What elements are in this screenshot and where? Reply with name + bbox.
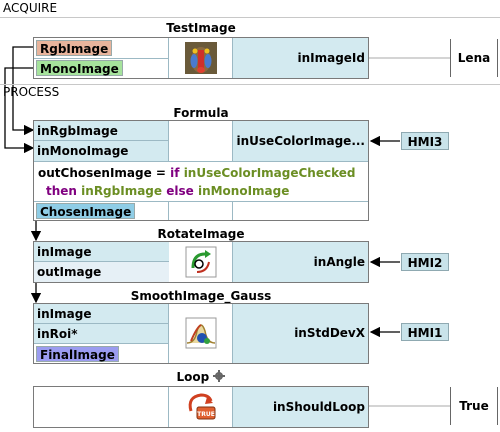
param-area[interactable]: inStdDevX <box>233 304 368 363</box>
param-area[interactable]: inUseColorImage... <box>233 121 368 161</box>
param-inimageid: inImageId <box>297 51 365 65</box>
expr-else-val: inMonoImage <box>197 184 290 198</box>
param-instddevx: inStdDevX <box>294 326 365 340</box>
loop-title-text: Loop <box>176 370 210 384</box>
icon-area <box>169 304 233 363</box>
input-inimage[interactable]: inImage <box>34 304 169 324</box>
icon-area <box>169 38 233 78</box>
input-inrgbimage[interactable]: inRgbImage <box>34 121 169 141</box>
inputs-area: inRgbImage inMonoImage <box>34 121 169 161</box>
const-lena[interactable]: Lena <box>450 39 498 77</box>
node-testimage[interactable]: RgbImage MonoImage inImageId <box>33 37 369 79</box>
icon-area: TRUE <box>169 387 233 427</box>
inputs-area: inImage inRoi* FinalImage <box>34 304 169 363</box>
param-inangle: inAngle <box>313 255 365 269</box>
expr-then-val: inRgbImage <box>81 184 163 198</box>
param-inshouldloop: inShouldLoop <box>272 400 365 414</box>
node-loop[interactable]: TRUE inShouldLoop <box>33 386 369 428</box>
outputs-area: RgbImage MonoImage <box>34 38 169 78</box>
node-smoothimage-gauss[interactable]: inImage inRoi* FinalImage inStdDevX <box>33 303 369 364</box>
hmi1-badge[interactable]: HMI1 <box>401 323 449 341</box>
inputs-area <box>34 387 169 427</box>
section-acquire-label: ACQUIRE <box>3 1 58 15</box>
hmi2-badge[interactable]: HMI2 <box>401 253 449 271</box>
expr-kw-then: then <box>46 184 77 198</box>
output-finalimage[interactable]: FinalImage <box>36 346 119 362</box>
node-title-rotateimage: RotateImage <box>157 227 245 241</box>
mandrill-image-icon <box>185 42 217 74</box>
output-outimage[interactable]: outImage <box>34 262 169 282</box>
expr-kw-if: if <box>170 166 180 180</box>
icon-area <box>169 242 233 282</box>
outputs-area: ChosenImage <box>34 201 169 220</box>
loop-true-icon: TRUE <box>188 393 216 420</box>
svg-text:TRUE: TRUE <box>197 411 215 418</box>
param-inusecolorimage: inUseColorImage... <box>236 134 365 148</box>
input-inimage[interactable]: inImage <box>34 242 169 262</box>
param-area[interactable]: inAngle <box>233 242 368 282</box>
output-rgbimage[interactable]: RgbImage <box>36 40 113 56</box>
hmi3-badge[interactable]: HMI3 <box>401 132 449 150</box>
gear-icon[interactable] <box>213 370 226 382</box>
icon-area <box>169 121 233 161</box>
node-rotateimage[interactable]: inImage outImage inAngle <box>33 241 369 283</box>
const-true[interactable]: True <box>450 387 498 425</box>
expr-cond: inUseColorImageChecked <box>183 166 356 180</box>
param-area[interactable]: inShouldLoop <box>233 387 368 427</box>
gauss-smooth-icon <box>185 317 217 349</box>
input-inmonoimage[interactable]: inMonoImage <box>37 144 129 158</box>
section-process-label: PROCESS <box>3 85 60 99</box>
rotate-image-icon <box>185 246 217 278</box>
node-title-smoothimage-gauss: SmoothImage_Gauss <box>130 289 272 303</box>
param-area[interactable]: inImageId <box>233 38 368 78</box>
inputs-area: inImage outImage <box>34 242 169 282</box>
output-monoimage[interactable]: MonoImage <box>36 60 123 76</box>
output-chosenimage[interactable]: ChosenImage <box>36 203 136 219</box>
node-title-loop: Loop <box>33 370 369 384</box>
node-title-formula: Formula <box>173 106 229 120</box>
expr-kw-else: else <box>166 184 194 198</box>
section-divider <box>0 84 500 85</box>
node-title-testimage: TestImage <box>166 21 236 35</box>
input-inroi[interactable]: inRoi* <box>34 324 169 344</box>
expr-lhs: outChosenImage = <box>38 166 171 180</box>
section-divider <box>0 17 500 18</box>
formula-expression[interactable]: outChosenImage = if inUseColorImageCheck… <box>34 161 368 201</box>
node-formula[interactable]: inRgbImage inMonoImage inUseColorImage..… <box>33 120 369 221</box>
